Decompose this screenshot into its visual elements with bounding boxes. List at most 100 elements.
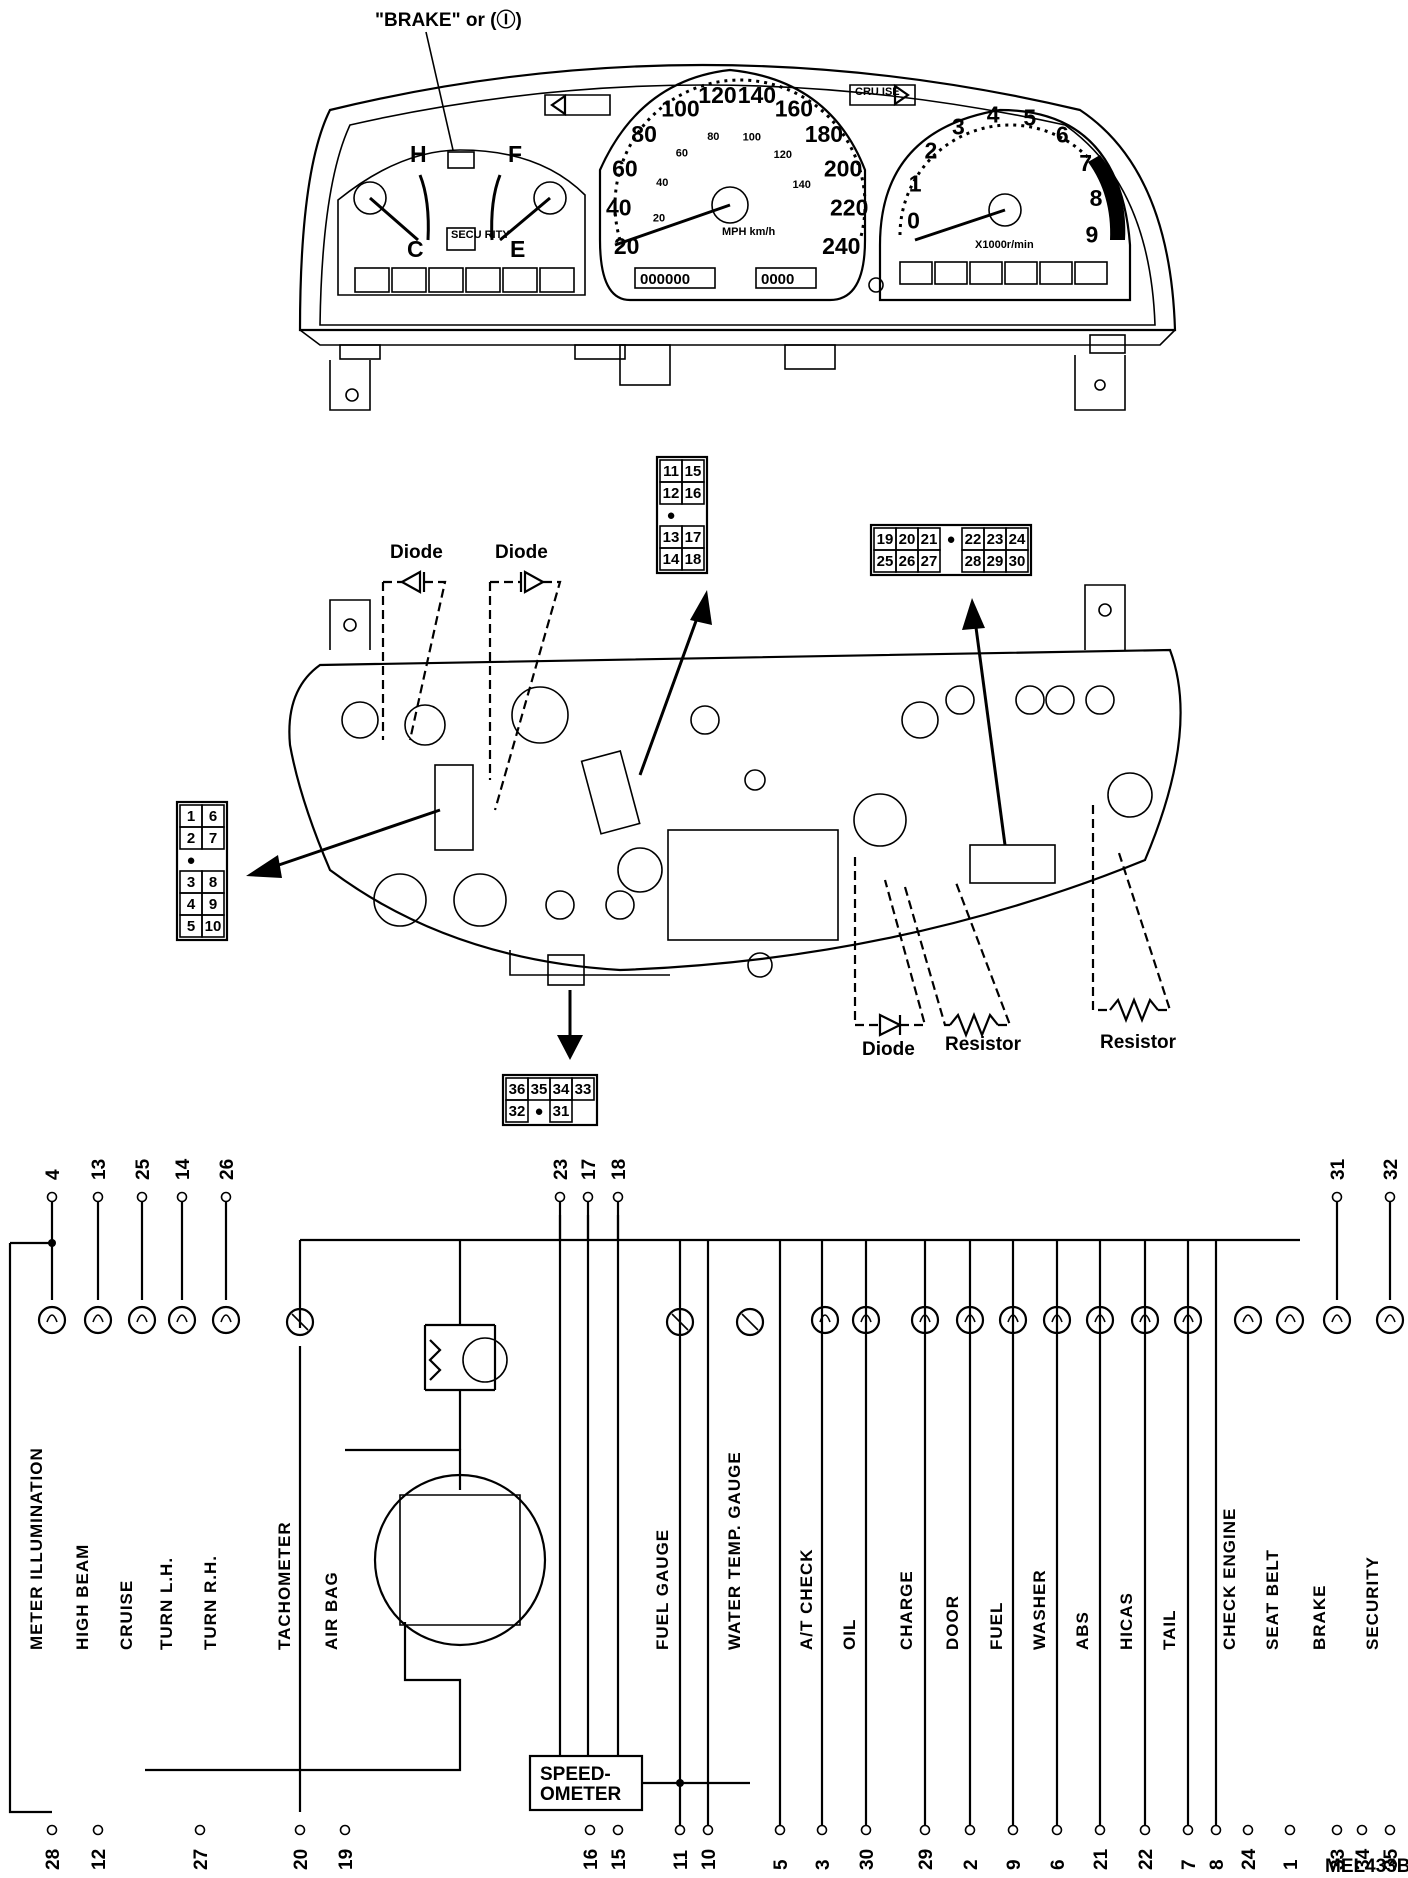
- diode-label-2: Diode: [495, 542, 548, 563]
- tail-icon: [502, 267, 538, 293]
- bottom-pin-5: 5: [771, 1859, 792, 1870]
- speed-kmh-label-20: 20: [614, 233, 640, 259]
- indicator-lamp-icon: [1173, 1305, 1203, 1335]
- resistor-label-2: Resistor: [1100, 1032, 1177, 1053]
- circuit-label-water-temp-gauge: WATER TEMP. GAUGE: [725, 1451, 744, 1650]
- connector-pin-16: 16: [685, 485, 702, 502]
- air-bag-lamp: [899, 261, 933, 285]
- airbag-lamp-icon: [462, 1337, 508, 1383]
- connector-pin-29: 29: [987, 553, 1004, 570]
- seat-belt-icon: [391, 267, 427, 293]
- tachometer-needle: [914, 208, 1006, 242]
- connector-pin-10: 10: [205, 918, 222, 935]
- bottom-pin-12: 12: [89, 1849, 110, 1870]
- left-gauge-panel: [337, 149, 586, 296]
- tach-label-0: 0: [907, 207, 920, 233]
- indicator-lamp-icon: [955, 1305, 985, 1335]
- tach-unit-label: X1000r/min: [975, 239, 1034, 251]
- circuit-label-check-engine: CHECK ENGINE: [1220, 1508, 1239, 1650]
- speedometer-needle: [614, 203, 731, 247]
- tach-label-9: 9: [1086, 221, 1099, 247]
- connector-pin-11: 11: [663, 463, 679, 480]
- tach-label-1: 1: [909, 171, 922, 197]
- back-bulb-sockets: [341, 685, 1153, 978]
- indicator-lamp-icon: [998, 1305, 1028, 1335]
- tach-label-5: 5: [1023, 105, 1036, 131]
- bottom-pin-35: 35: [1381, 1848, 1402, 1870]
- speed-mph-label-100: 100: [743, 132, 761, 144]
- diode-label-1: Diode: [390, 542, 443, 563]
- connector-pin-18: 18: [685, 551, 702, 568]
- airbag-icon: [428, 267, 464, 293]
- top-pin-26: 26: [217, 1159, 238, 1180]
- circuit-label-meter-illumination: METER ILLUMINATION: [27, 1447, 46, 1650]
- connector-pin-30: 30: [1009, 553, 1026, 570]
- bottom-pin-19: 19: [336, 1849, 357, 1870]
- top-pin-32: 32: [1381, 1159, 1402, 1180]
- top-pin-18: 18: [609, 1159, 630, 1180]
- security-badge-label: SECU RITY: [451, 229, 510, 241]
- circuit-label-charge: CHARGE: [897, 1570, 916, 1650]
- resistor-airbag: [428, 1339, 442, 1381]
- top-pin-17: 17: [579, 1159, 600, 1180]
- speed-kmh-label-180: 180: [805, 121, 843, 147]
- water-temp-gauge-icon: [735, 1307, 765, 1337]
- speed-kmh-label-120: 120: [698, 82, 736, 108]
- indicator-lamp-icon: [1042, 1305, 1072, 1335]
- bottom-pin-22: 22: [1136, 1849, 1157, 1870]
- turn-right-arrow-icon: [893, 83, 910, 107]
- indicator-lamp-icon: [167, 1305, 197, 1335]
- connector-housing-3: [969, 844, 1056, 884]
- circuit-label-a-t-check: A/T CHECK: [797, 1548, 816, 1650]
- circuit-label-abs: ABS: [1073, 1611, 1092, 1650]
- resistor-symbol-1: [949, 1012, 999, 1038]
- connector-housing-4: [547, 954, 585, 986]
- speed-kmh-label-100: 100: [661, 95, 699, 121]
- top-pin-25: 25: [133, 1158, 154, 1180]
- connector-pin-14: 14: [663, 551, 680, 568]
- speed-kmh-label-240: 240: [822, 233, 860, 259]
- temp-gauge-needle: [369, 196, 419, 242]
- tachometer-pivot: [988, 193, 1022, 227]
- indicator-lamp-icon: [1130, 1305, 1160, 1335]
- fuel-gauge-icon: [665, 1307, 695, 1337]
- connector-pin-7: 7: [209, 830, 217, 847]
- bottom-pin-10: 10: [699, 1849, 720, 1870]
- indicator-lamp-icon: [1275, 1305, 1305, 1335]
- connector-pin-9: 9: [209, 896, 217, 913]
- connector-pin-28: 28: [965, 553, 982, 570]
- bottom-pin-6: 6: [1048, 1859, 1069, 1870]
- connector-pin-17: 17: [685, 529, 702, 546]
- bottom-pin-7: 7: [1179, 1859, 1200, 1870]
- connector-pin-key: ●: [534, 1103, 543, 1120]
- speed-kmh-label-80: 80: [631, 121, 657, 147]
- speed-mph-label-20: 20: [653, 212, 665, 224]
- brake-callout-leader: [425, 31, 454, 151]
- connector-pin-31: 31: [553, 1103, 570, 1120]
- mount-tab-left: [329, 360, 371, 411]
- brake-warning-lamp: [447, 151, 475, 169]
- resistor-symbol-2: [1109, 997, 1159, 1023]
- mount-tab-right: [1074, 355, 1126, 411]
- top-pin-13: 13: [89, 1159, 110, 1180]
- connector-pin-key: ●: [186, 852, 195, 869]
- circuit-label-tachometer: TACHOMETER: [275, 1521, 294, 1650]
- temp-h-label: H: [410, 141, 427, 167]
- connector-pin-key: ●: [946, 531, 955, 548]
- bottom-pin-29: 29: [916, 1849, 937, 1870]
- pointer-arrow-c3: [973, 619, 1007, 846]
- hicas-lamp: [969, 261, 1003, 285]
- turn-left-indicator: [544, 94, 611, 116]
- trip-meter: [755, 267, 817, 289]
- bottom-pin-28: 28: [43, 1849, 64, 1870]
- connector-pin-25: 25: [877, 553, 894, 570]
- tach-label-8: 8: [1090, 185, 1103, 211]
- at-check-icon: [354, 267, 390, 293]
- top-pin-23: 23: [551, 1159, 572, 1180]
- tach-label-3: 3: [952, 113, 965, 139]
- temp-gauge-pivot: [353, 181, 387, 215]
